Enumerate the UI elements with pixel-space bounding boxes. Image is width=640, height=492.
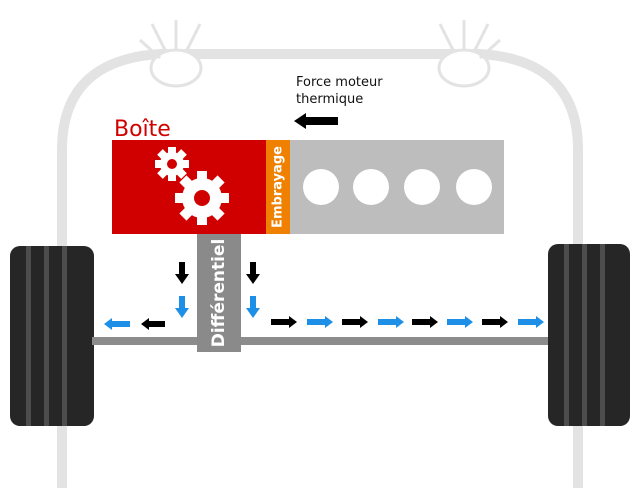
torque-down-arrows [175, 262, 260, 318]
clutch-block [266, 140, 290, 234]
differential-block [197, 234, 241, 352]
right-wheel [548, 244, 630, 426]
gears-icon [155, 147, 229, 225]
arrow-right [378, 316, 404, 328]
arrow-right [518, 316, 544, 328]
headlight-icon [138, 20, 203, 88]
arrow-down [175, 262, 189, 284]
arrow-right [307, 316, 333, 328]
left-wheel [10, 246, 94, 426]
arrow-down [175, 296, 189, 318]
clutch-label: Embrayage [271, 146, 286, 228]
car-body-outline [57, 49, 583, 488]
differential-label: Différentiel [209, 239, 229, 348]
gearbox-label: Boîte [114, 117, 171, 142]
axle [92, 337, 548, 345]
arrow-down [246, 262, 260, 284]
arrow-left [141, 318, 165, 330]
arrow-left [104, 318, 130, 330]
arrow-right [342, 316, 368, 328]
arrow-down [246, 296, 260, 318]
arrow-right [271, 316, 297, 328]
engine-force-label-line1: Force moteur [296, 75, 383, 90]
engine-force-arrow [294, 113, 338, 129]
arrow-right [412, 316, 438, 328]
headlight-icon [437, 20, 502, 88]
arrow-right [482, 316, 508, 328]
arrow-right [447, 316, 473, 328]
torque-right-arrows [271, 316, 544, 328]
torque-left-arrows [104, 318, 165, 330]
engine-cylinders [303, 169, 492, 205]
engine-force-label-line2: thermique [296, 92, 363, 107]
